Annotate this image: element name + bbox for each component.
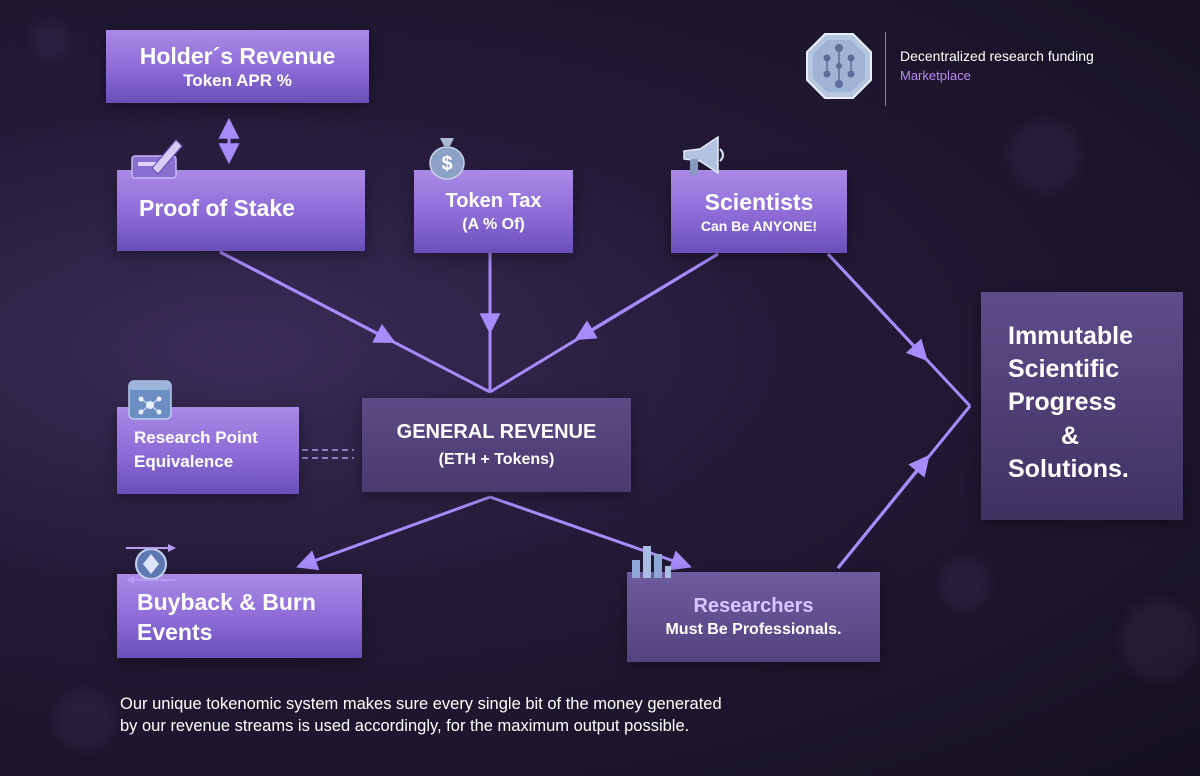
holders-revenue-box: Holder´s Revenue Token APR %	[106, 30, 369, 103]
megaphone-icon	[678, 135, 728, 181]
token-tax-title: Token Tax	[445, 189, 542, 212]
bar-chart-icon	[630, 540, 672, 580]
buyback-line1: Buyback & Burn	[137, 589, 316, 615]
buyback-line2: Events	[137, 619, 213, 645]
immutable-line4: &	[1061, 422, 1080, 450]
immutable-line1: Immutable	[1008, 322, 1134, 350]
bg-glow	[940, 560, 990, 610]
token-tax-box: Token Tax (A % Of)	[414, 170, 573, 253]
immutable-line5: Solutions.	[1008, 455, 1129, 483]
brand-title: Decentralized research funding	[900, 48, 1094, 64]
browser-network-icon	[128, 380, 172, 420]
bg-glow	[1010, 120, 1080, 190]
footer-line1: Our unique tokenomic system makes sure e…	[120, 695, 722, 713]
research-point-box: Research Point Equivalence	[117, 407, 299, 494]
general-revenue-box: GENERAL REVENUE (ETH + Tokens)	[362, 398, 631, 492]
scientists-title: Scientists	[704, 188, 814, 215]
logo-octagon-icon	[805, 32, 873, 100]
immutable-line3: Progress	[1008, 388, 1117, 416]
research-point-line2: Equivalence	[134, 452, 234, 471]
scientists-box: Scientists Can Be ANYONE!	[671, 170, 847, 253]
research-point-line1: Research Point	[134, 428, 258, 447]
token-tax-subtitle: (A % Of)	[462, 215, 525, 233]
proof-of-stake-box: Proof of Stake	[117, 170, 365, 251]
brand-subtitle: Marketplace	[900, 68, 971, 83]
general-revenue-title: GENERAL REVENUE	[396, 421, 597, 443]
pen-card-icon	[130, 136, 185, 181]
footer-line2: by our revenue streams is used according…	[120, 717, 690, 735]
swap-coin-icon	[122, 540, 180, 588]
bg-glow	[30, 20, 70, 60]
immutable-progress-box: Immutable Scientific Progress & Solution…	[981, 292, 1183, 520]
footer-text: Our unique tokenomic system makes sure e…	[120, 693, 900, 737]
bg-glow	[1120, 600, 1200, 680]
holders-revenue-title: Holder´s Revenue	[139, 42, 336, 69]
svg-text:$: $	[441, 153, 452, 175]
holders-revenue-subtitle: Token APR %	[183, 70, 292, 90]
researchers-title: Researchers	[693, 595, 814, 617]
researchers-subtitle: Must Be Professionals.	[665, 621, 842, 638]
arrow-general-buyback	[296, 495, 491, 571]
proof-of-stake-title: Proof of Stake	[139, 195, 295, 221]
scientists-subtitle: Can Be ANYONE!	[700, 217, 818, 234]
general-revenue-subtitle: (ETH + Tokens)	[438, 451, 555, 468]
immutable-line2: Scientific	[1008, 355, 1120, 383]
bg-glow	[55, 690, 115, 750]
brand-divider	[885, 32, 886, 106]
money-bag-icon: $	[426, 134, 468, 180]
researchers-box: Researchers Must Be Professionals.	[627, 572, 880, 662]
buyback-burn-box: Buyback & Burn Events	[117, 574, 362, 658]
